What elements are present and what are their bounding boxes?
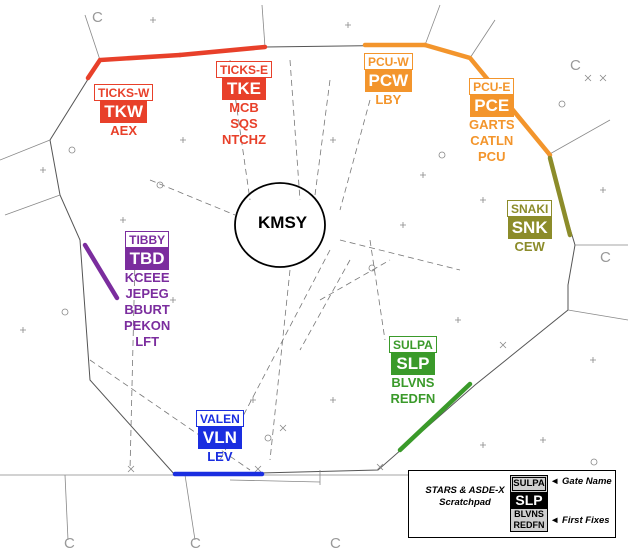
- legend-box: STARS & ASDE-X Scratchpad SULPA SLP BLVN…: [408, 470, 616, 538]
- gate-pcu-e: PCU-E PCE GARTS CATLN PCU: [469, 78, 515, 165]
- gate-code: TBD: [125, 248, 170, 270]
- gate-fix: LEV: [207, 449, 233, 464]
- airport-label: KMSY: [258, 213, 308, 232]
- map-letter: C: [600, 249, 611, 266]
- gate-segment-sulpa: [397, 381, 473, 453]
- gate-name: PCU-E: [469, 78, 515, 95]
- gate-segment-ticks-e: [177, 44, 268, 58]
- gate-name: SNAKI: [507, 200, 553, 217]
- gate-snaki: SNAKI SNK CEW: [507, 200, 553, 255]
- gate-valen: VALEN VLN LEV: [196, 410, 244, 465]
- gate-segment-tibby: [82, 242, 120, 301]
- gate-name: VALEN: [196, 410, 244, 427]
- gate-code: TKE: [222, 78, 266, 100]
- gate-sulpa: SULPA SLP BLVNS REDFN: [389, 336, 437, 407]
- gate-code: TKW: [100, 101, 148, 123]
- gate-tibby: TIBBY TBD KCEEE JEPEG BBURT PEKON LFT: [124, 231, 170, 350]
- gate-name: SULPA: [389, 336, 437, 353]
- legend-gate-name: SULPA: [512, 477, 546, 491]
- gate-fix: GARTS: [469, 117, 515, 132]
- gate-fix: KCEEE: [124, 270, 170, 285]
- gate-fix: CATLN: [470, 133, 514, 148]
- legend-label-line1: STARS & ASDE-X: [425, 485, 505, 496]
- gate-segment-pcu-e: [422, 42, 553, 158]
- gate-ticks-w: TICKS-W TKW AEX: [94, 84, 154, 139]
- legend-label-line2: Scratchpad: [439, 497, 491, 508]
- map-letter: C: [570, 57, 581, 74]
- legend-gate-name-note: ◄ Gate Name: [550, 476, 612, 487]
- gate-fix: NTCHZ: [221, 132, 267, 147]
- gate-code: PCW: [364, 70, 413, 92]
- map-letter: C: [190, 535, 201, 551]
- gate-code: SNK: [507, 217, 552, 239]
- airport-circle: [234, 182, 326, 268]
- gate-pcu-w: PCU-W PCW LBY: [364, 53, 413, 108]
- gate-fix: BBURT: [124, 302, 170, 317]
- map-letter: C: [92, 9, 103, 26]
- gate-name: TICKS-E: [216, 61, 272, 78]
- legend-first-fixes-note: ◄ First Fixes: [550, 515, 610, 526]
- map-letter: C: [64, 535, 75, 551]
- gate-name: TICKS-W: [94, 84, 154, 101]
- gate-segment-snaki: [547, 155, 573, 238]
- gate-fix: LBY: [375, 92, 402, 107]
- gate-fix: JEPEG: [125, 286, 169, 301]
- gate-segment-ticks-w: [85, 52, 183, 81]
- map-letter: C: [330, 535, 341, 551]
- gate-code: SLP: [390, 353, 435, 375]
- gate-fix: PEKON: [124, 318, 171, 333]
- legend-fix: BLVNS: [514, 509, 544, 519]
- gate-ticks-e: TICKS-E TKE MCB SQS NTCHZ: [216, 61, 272, 148]
- gate-fix: CEW: [514, 239, 545, 254]
- gate-name: PCU-W: [364, 53, 413, 70]
- gate-name: TIBBY: [125, 231, 170, 248]
- gate-code: PCE: [469, 95, 514, 117]
- gate-code: VLN: [197, 427, 242, 449]
- gate-fix: LFT: [135, 334, 160, 349]
- legend-fix: REDFN: [513, 520, 545, 530]
- gate-fix: BLVNS: [391, 375, 435, 390]
- legend-gate-code: SLP: [511, 492, 547, 509]
- gate-fix: AEX: [110, 123, 138, 138]
- legend-label: STARS & ASDE-X Scratchpad: [415, 485, 515, 509]
- gate-fix: SQS: [230, 116, 258, 131]
- legend-sample-tag: SULPA SLP BLVNS REDFN: [510, 475, 548, 532]
- gate-fix: MCB: [229, 100, 259, 115]
- gate-fix: PCU: [478, 149, 506, 164]
- gate-fix: REDFN: [390, 391, 436, 406]
